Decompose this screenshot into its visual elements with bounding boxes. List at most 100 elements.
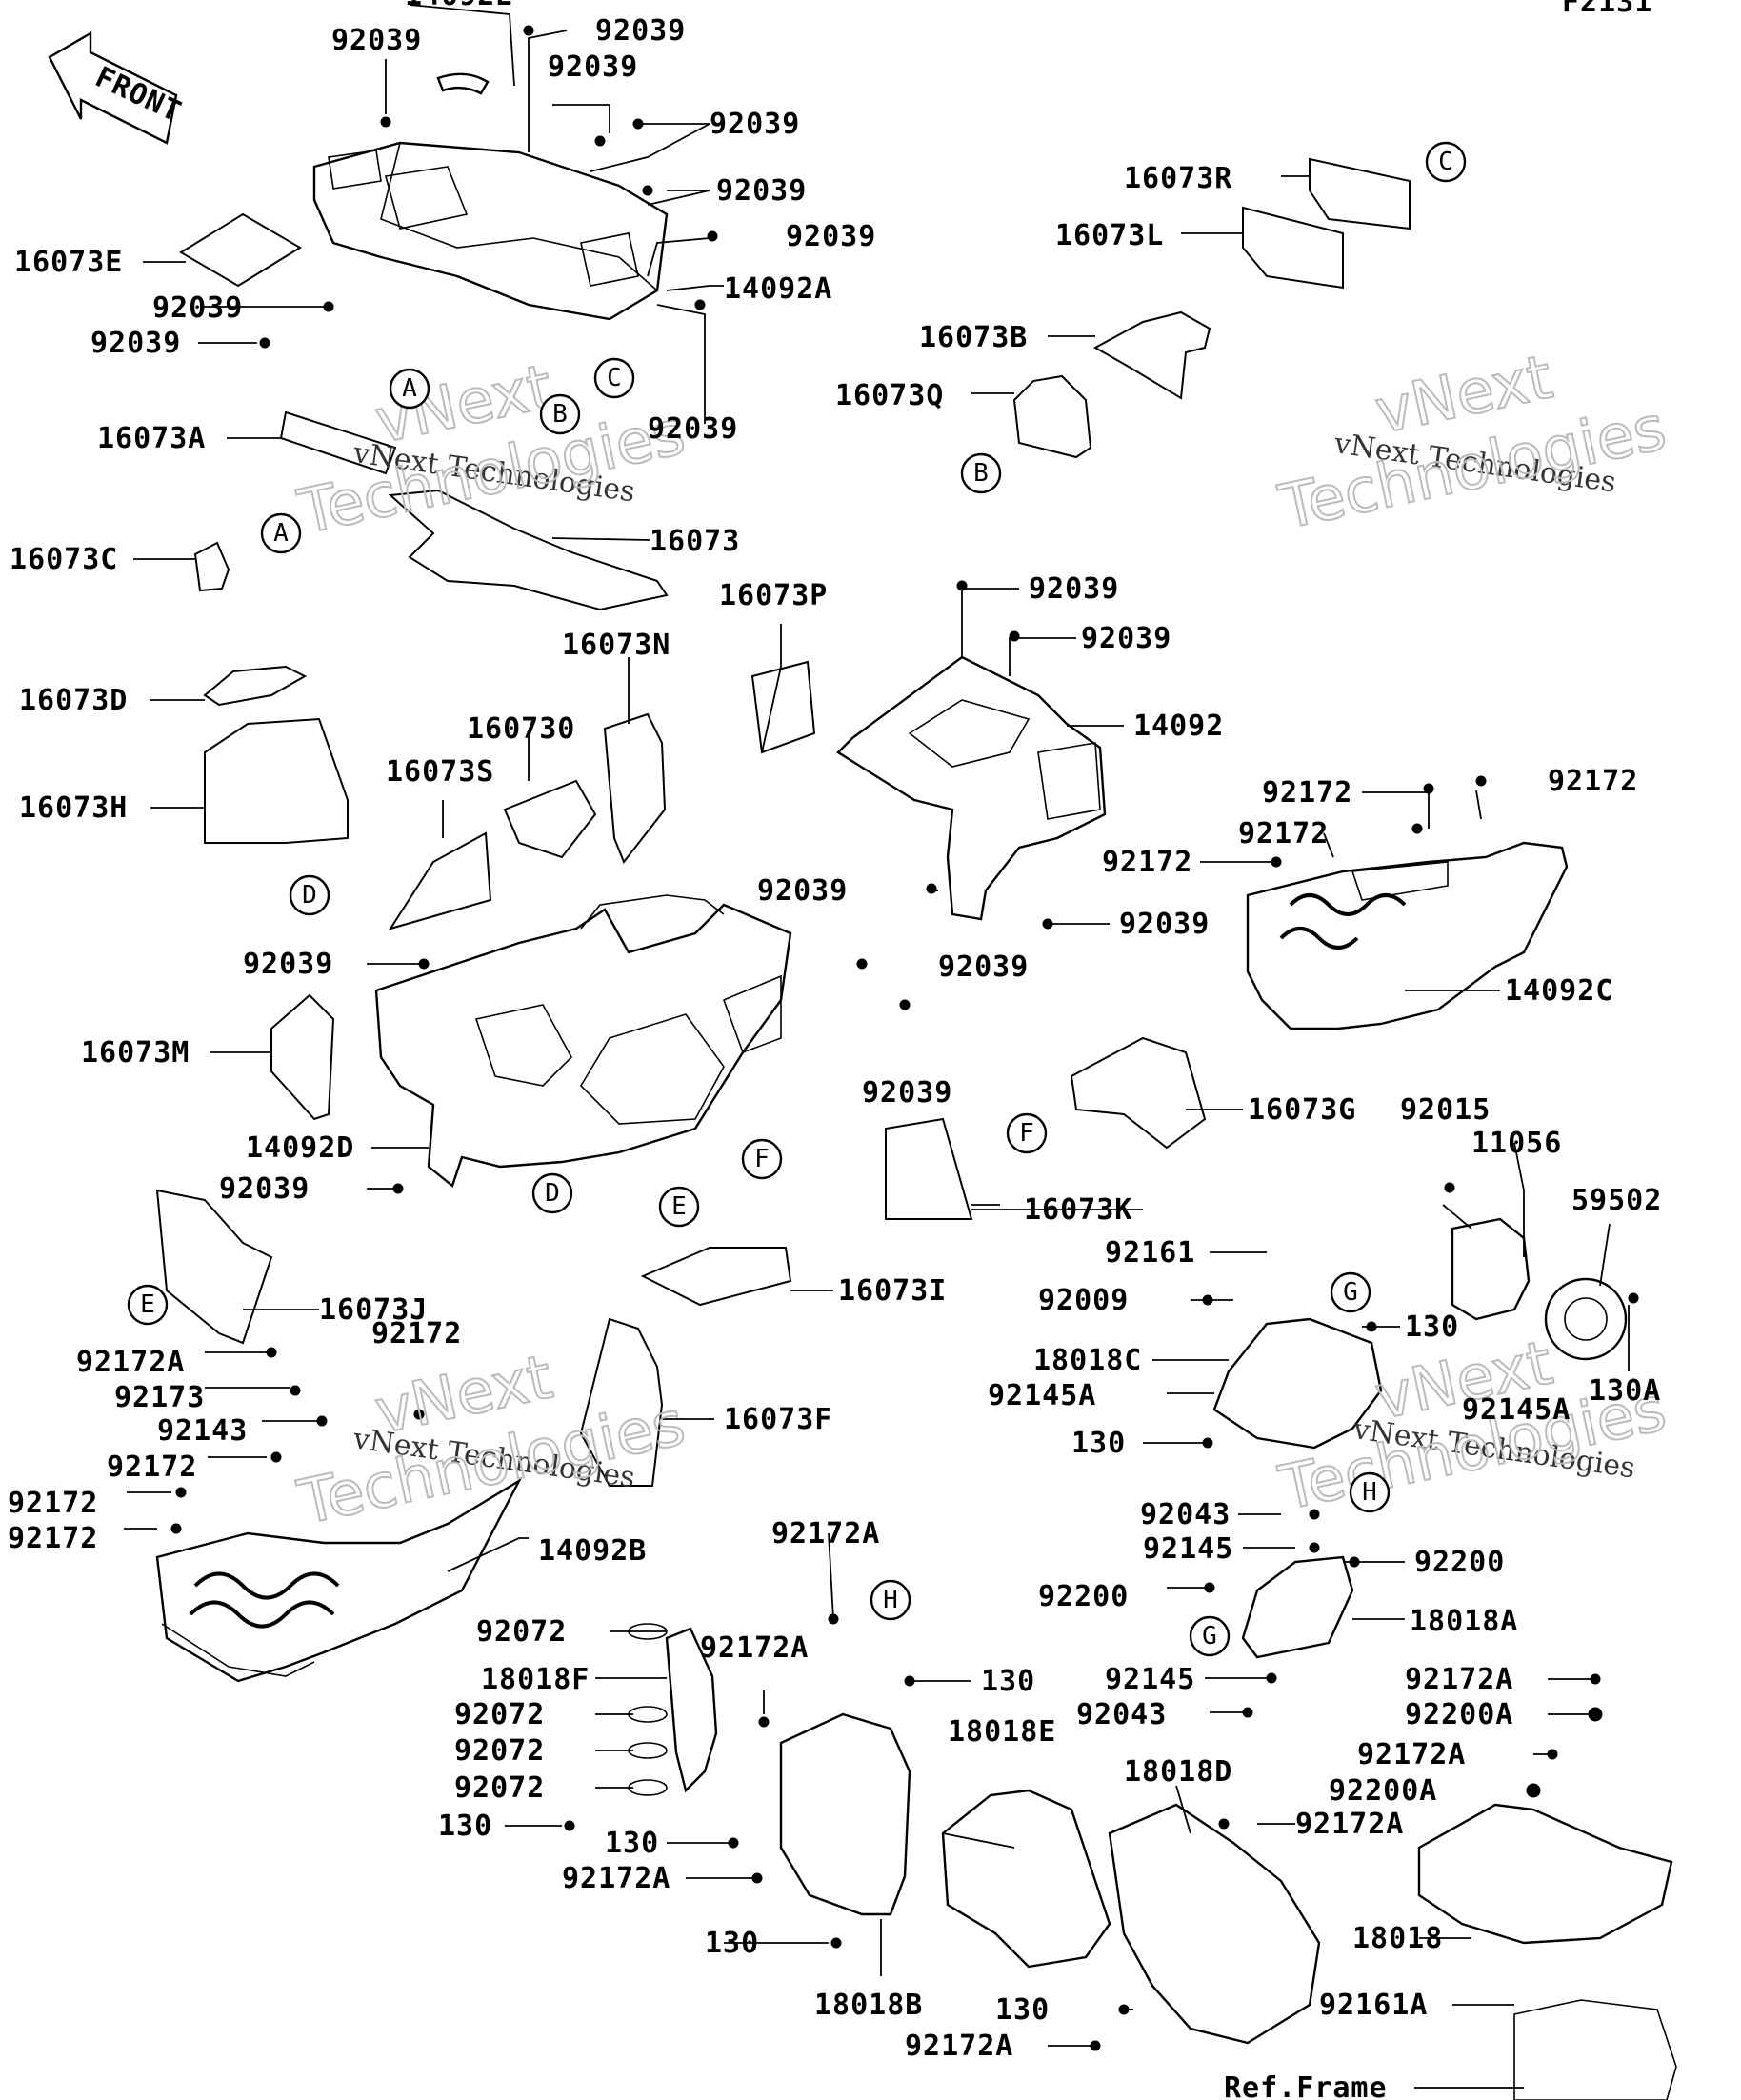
mat-16073B [1092, 310, 1211, 400]
label-16073R: 16073R [1124, 162, 1232, 195]
right-footwell-14092C [1246, 841, 1569, 1030]
label-16073A: 16073A [97, 422, 206, 455]
svg-text:B: B [552, 400, 568, 429]
svg-text:H: H [1362, 1478, 1377, 1507]
marker-h-1: H [1349, 1471, 1391, 1513]
mat-160730 [503, 779, 597, 859]
label-16073J: 16073J [319, 1293, 428, 1327]
label-14092: 14092 [1133, 710, 1224, 743]
page-code: F2131 [1562, 0, 1652, 19]
mat-16073H [204, 717, 349, 844]
label-92039: 92039 [757, 874, 848, 908]
label-160730: 160730 [467, 712, 575, 746]
marker-g-1: G [1330, 1271, 1371, 1313]
label-16073: 16073 [650, 525, 740, 558]
marker-b-2: B [960, 452, 1002, 494]
label-92172A: 92172A [700, 1631, 809, 1665]
label-130: 130 [438, 1810, 492, 1843]
label-92172: 92172 [1262, 776, 1352, 810]
rear-cover-14092 [836, 655, 1107, 921]
label-92039: 92039 [716, 174, 807, 208]
label-92039: 92039 [786, 220, 876, 253]
label-92043: 92043 [1076, 1698, 1167, 1731]
label-92172A: 92172A [771, 1517, 880, 1550]
label-92172: 92172 [1548, 765, 1638, 798]
label-130: 130 [995, 1993, 1050, 2027]
label-92039: 92039 [1119, 908, 1210, 941]
mat-16073A [279, 410, 397, 475]
label-92145A: 92145A [1462, 1393, 1571, 1427]
label-16073B: 16073B [919, 321, 1028, 354]
label-130: 130 [1071, 1427, 1126, 1460]
label-92043: 92043 [1140, 1498, 1231, 1531]
marker-e-1: E [658, 1186, 700, 1228]
label-92039: 92039 [219, 1172, 310, 1206]
marker-b-1: B [539, 393, 581, 435]
label-92039: 92039 [1081, 622, 1171, 655]
marker-c-2: C [1425, 141, 1467, 183]
part-labels: 14092E 92039 92039 92039 92039 92039 920… [8, 0, 1661, 2100]
mat-16073N [603, 712, 667, 864]
mat-16073R [1309, 157, 1411, 230]
label-14092E: 14092E [405, 0, 513, 12]
duct-18018B [779, 1712, 911, 1916]
label-92072: 92072 [454, 1734, 545, 1768]
duct-18018D [1108, 1803, 1321, 2045]
label-ref-frame: Ref.Frame [1224, 2071, 1388, 2100]
mat-16073I [640, 1247, 792, 1307]
label-16073Q: 16073Q [835, 379, 944, 412]
marker-f-2: F [1006, 1112, 1048, 1154]
label-92039: 92039 [710, 108, 800, 141]
front-arrow-icon: FRONT [48, 30, 187, 145]
panel-18018 [1417, 1803, 1673, 1945]
fan-assembly [1451, 1217, 1628, 1361]
label-16073K: 16073K [1024, 1193, 1132, 1227]
label-92161: 92161 [1105, 1236, 1195, 1270]
label-16073L: 16073L [1055, 219, 1164, 252]
label-16073I: 16073I [838, 1274, 947, 1308]
label-92200: 92200 [1414, 1546, 1505, 1579]
label-92039: 92039 [862, 1076, 952, 1110]
label-14092C: 14092C [1505, 974, 1613, 1008]
label-16073P: 16073P [719, 579, 828, 612]
label-18018A: 18018A [1410, 1605, 1518, 1638]
svg-text:G: G [1343, 1278, 1358, 1307]
label-18018C: 18018C [1033, 1344, 1142, 1377]
mat-16073E [179, 212, 302, 288]
leader-lines [124, 4, 1630, 2089]
label-14092A: 14092A [724, 272, 832, 306]
label-92172A: 92172A [562, 1862, 670, 1895]
label-92039: 92039 [331, 24, 422, 57]
label-16073N: 16073N [562, 629, 670, 662]
left-footwell-14092B [155, 1477, 523, 1683]
svg-text:D: D [545, 1179, 560, 1208]
mat-16073C [193, 541, 230, 592]
marker-d-2: D [531, 1172, 573, 1214]
label-92039: 92039 [90, 327, 181, 360]
svg-text:F: F [1019, 1119, 1034, 1148]
label-18018F: 18018F [481, 1663, 590, 1696]
label-14092B: 14092B [538, 1534, 647, 1568]
svg-text:B: B [973, 459, 989, 488]
marker-a-2: A [260, 512, 302, 554]
label-16073D: 16073D [19, 684, 128, 717]
svg-text:C: C [607, 364, 622, 392]
label-92200A: 92200A [1405, 1698, 1513, 1731]
label-16073S: 16073S [386, 755, 494, 789]
svg-text:D: D [302, 881, 317, 910]
callout-markers: A B C A C B D D E E F F G G H H [127, 141, 1467, 1657]
label-92015: 92015 [1400, 1093, 1491, 1127]
marker-c-1: C [593, 357, 635, 399]
mat-16073F [579, 1317, 664, 1487]
label-18018B: 18018B [814, 1989, 923, 2022]
ref-frame [1513, 1999, 1677, 2100]
svg-text:A: A [273, 519, 289, 548]
label-92172: 92172 [107, 1450, 197, 1484]
label-92145A: 92145A [988, 1379, 1096, 1412]
label-130: 130 [705, 1927, 759, 1960]
label-92172: 92172 [371, 1317, 462, 1350]
fasteners [170, 25, 1639, 2051]
svg-text:C: C [1438, 148, 1453, 176]
